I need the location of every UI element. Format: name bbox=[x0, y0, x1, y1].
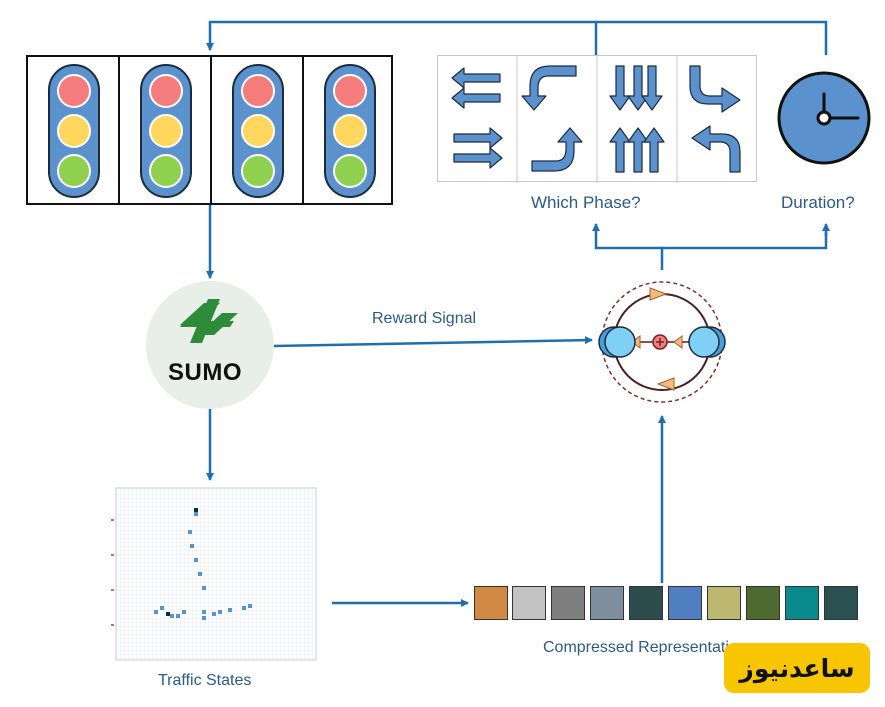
feedback-arrow bbox=[206, 20, 828, 55]
duration-label: Duration? bbox=[781, 193, 855, 212]
traffic-light-housing bbox=[232, 64, 284, 198]
green-lamp bbox=[57, 154, 91, 188]
green-lamp bbox=[149, 154, 183, 188]
yellow-lamp bbox=[241, 114, 275, 148]
feature-swatch-1 bbox=[474, 586, 508, 620]
green-lamp bbox=[241, 154, 275, 188]
traffic-states-label: Traffic States bbox=[158, 672, 252, 689]
compressed-representation-bar bbox=[474, 586, 860, 622]
agent-to-outputs-line bbox=[594, 225, 664, 270]
traffic-light-3 bbox=[212, 57, 304, 205]
traffic-light-4 bbox=[304, 57, 396, 205]
red-lamp bbox=[57, 74, 91, 108]
rl-agent-icon bbox=[598, 281, 726, 403]
watermark-logo: ساعدنیوز bbox=[724, 643, 870, 693]
sumo-wordmark: SUMO bbox=[168, 359, 242, 386]
feature-swatch-2 bbox=[512, 586, 546, 620]
phase-4-arrows-icon bbox=[689, 65, 741, 173]
which-phase-label: Which Phase? bbox=[531, 193, 641, 212]
yellow-lamp bbox=[57, 114, 91, 148]
compressed-representation-label: Compressed Representation bbox=[543, 639, 747, 656]
traffic-lights-panel bbox=[26, 55, 393, 205]
phase-1-arrows-icon bbox=[451, 67, 503, 169]
red-lamp bbox=[149, 74, 183, 108]
red-lamp bbox=[241, 74, 275, 108]
feature-swatch-10 bbox=[824, 586, 858, 620]
phase-3-arrows-icon bbox=[609, 65, 665, 173]
feature-swatch-6 bbox=[668, 586, 702, 620]
feature-swatch-8 bbox=[746, 586, 780, 620]
feature-swatch-9 bbox=[785, 586, 819, 620]
traffic-light-2 bbox=[120, 57, 212, 205]
traffic-light-1 bbox=[28, 57, 120, 205]
feature-swatch-3 bbox=[551, 586, 585, 620]
traffic-states-grid bbox=[111, 487, 317, 661]
yellow-lamp bbox=[333, 114, 367, 148]
sumo-logo: SUMO bbox=[146, 281, 274, 409]
agent-to-duration-line bbox=[662, 232, 828, 250]
sumo-emblem-icon bbox=[180, 299, 238, 343]
traffic-light-housing bbox=[324, 64, 376, 198]
phase-options-panel bbox=[437, 55, 757, 183]
feature-swatch-5 bbox=[629, 586, 663, 620]
reward-signal-label: Reward Signal bbox=[372, 310, 477, 327]
reward-signal-arrow bbox=[273, 336, 593, 348]
red-lamp bbox=[333, 74, 367, 108]
phase-2-arrows-icon bbox=[521, 65, 583, 172]
traffic-light-housing bbox=[140, 64, 192, 198]
feature-swatch-4 bbox=[590, 586, 624, 620]
traffic-light-housing bbox=[48, 64, 100, 198]
clock-icon bbox=[777, 71, 871, 165]
feature-swatch-7 bbox=[707, 586, 741, 620]
phase-arrows-graphic bbox=[451, 56, 741, 183]
green-lamp bbox=[333, 154, 367, 188]
yellow-lamp bbox=[149, 114, 183, 148]
